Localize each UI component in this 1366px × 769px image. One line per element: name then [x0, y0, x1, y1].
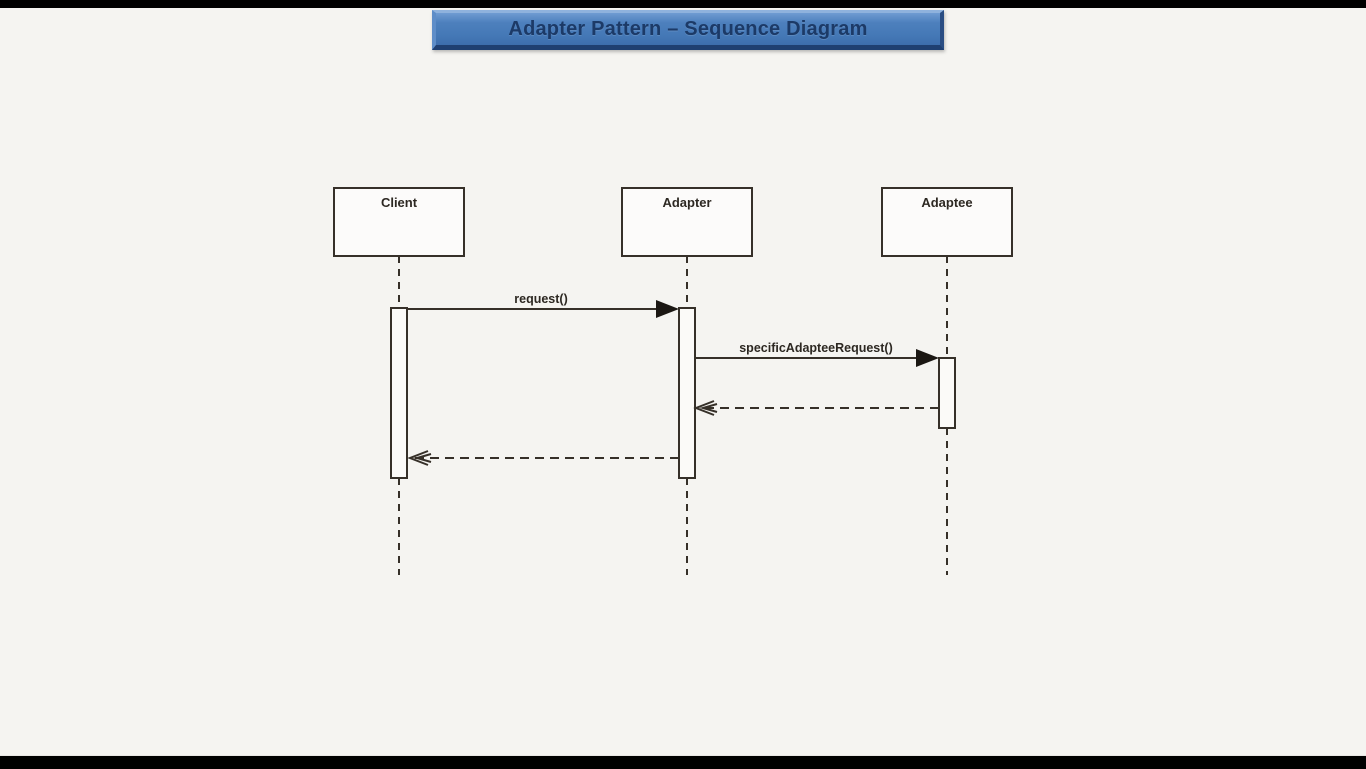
activation-bar-adapter: [678, 307, 696, 479]
lifeline-head-adapter: [621, 187, 753, 257]
lifeline-label-client: Client: [381, 195, 418, 210]
letterbox-top: [0, 0, 1366, 8]
message-request-arrowhead: [656, 300, 679, 318]
return-adapter-arrowhead-inner: [413, 453, 432, 463]
lifeline-label-adaptee: Adaptee: [921, 195, 972, 210]
page-title: Adapter Pattern – Sequence Diagram: [508, 17, 868, 40]
message-request-label: request(): [514, 292, 567, 306]
lifeline-label-adapter: Adapter: [662, 195, 711, 210]
return-adaptee-arrowhead: [693, 400, 715, 416]
message-specific-label: specificAdapteeRequest(): [739, 341, 893, 355]
return-adaptee-arrowhead-inner: [699, 403, 718, 413]
lifeline-head-client: [333, 187, 465, 257]
title-banner: Adapter Pattern – Sequence Diagram: [432, 10, 944, 50]
activation-bar-client: [390, 307, 408, 479]
activation-bar-adaptee: [938, 357, 956, 429]
return-adapter-arrowhead: [407, 450, 429, 466]
message-specific-arrowhead: [916, 349, 939, 367]
letterbox-bottom: [0, 755, 1366, 769]
lifeline-head-adaptee: [881, 187, 1013, 257]
